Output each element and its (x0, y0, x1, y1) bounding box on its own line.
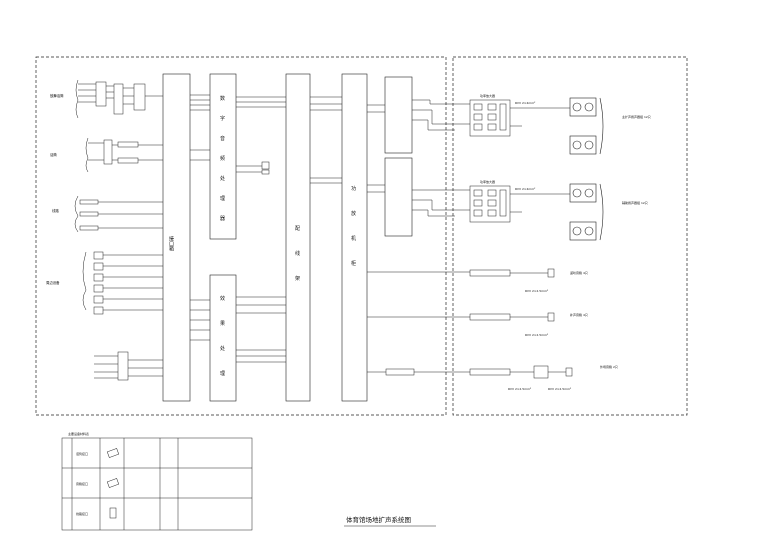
cable-label-1: RVV 2×4mm² (515, 101, 536, 105)
svg-text:频: 频 (220, 155, 225, 162)
svg-text:器: 器 (220, 216, 225, 222)
speaker-group-label-1: 主扩声扬声器组 12只 (622, 114, 651, 119)
legend-row-2: 音箱接口 (76, 481, 88, 486)
svg-text:放: 放 (351, 210, 356, 217)
amp-unit-5 (469, 365, 573, 379)
right-dashed-frame (452, 56, 688, 416)
amp-rack-chars: 功 放 机 柜 (351, 185, 356, 267)
links-b1-b2 (190, 94, 210, 341)
source-label-4: 周边设备 (46, 280, 60, 285)
speaker-array-2 (569, 183, 604, 241)
svg-text:果: 果 (220, 321, 225, 327)
svg-text:机: 机 (351, 235, 356, 242)
processor-box-1 (384, 76, 413, 154)
source-label-1: 鼓舞话筒 (50, 93, 64, 98)
svg-text:数: 数 (220, 95, 225, 102)
cable-label-4: RVV 2×2.5mm² (525, 333, 549, 337)
left-dashed-frame (35, 56, 447, 416)
patch-bay-chars: 配 线 架 (295, 226, 300, 282)
svg-text:效: 效 (220, 295, 225, 302)
legend-row-3: 线路接口 (76, 511, 88, 516)
amp-label-2: 功率放大器 (480, 179, 495, 184)
svg-text:处: 处 (220, 175, 225, 182)
amp-group-2 (455, 185, 570, 223)
source-group-mic-wireless (75, 79, 163, 119)
svg-text:柜: 柜 (351, 260, 356, 267)
amp-unit-4 (469, 312, 555, 322)
svg-text:处: 处 (220, 345, 225, 352)
block-interface-label: 接口箱 (168, 235, 174, 252)
output-lines (367, 99, 470, 376)
legend-title: 主要设备材料表 (68, 431, 89, 436)
source-group-line (74, 195, 163, 233)
links-b3-b4 (310, 96, 342, 184)
source-label-2: 话筒 (50, 152, 57, 157)
cable-label-6: RVV 2×2.5mm² (548, 387, 572, 391)
svg-text:理: 理 (220, 196, 225, 202)
block-dsp-upper (209, 73, 237, 240)
block-interface-box (162, 73, 191, 402)
side-monitor-device (236, 161, 270, 175)
cable-label-3: RVV 2×2.5mm² (525, 289, 549, 293)
processor-box-2 (384, 157, 413, 237)
legend-row-1: 话筒接口 (76, 451, 88, 456)
svg-text:理: 理 (220, 371, 225, 377)
source-group-mic (85, 137, 163, 173)
block-patch-bay (285, 73, 311, 402)
speaker-group-label-5: 外场音箱 2只 (600, 364, 618, 369)
links-b4-proc (367, 104, 385, 193)
drawing-title: 体育馆场地扩声系统图 (346, 515, 411, 524)
source-label-3: 线路 (52, 208, 59, 213)
legend-table (61, 437, 253, 531)
svg-text:字: 字 (220, 115, 225, 122)
svg-text:音: 音 (220, 135, 225, 142)
block-dsp-lower (209, 274, 237, 402)
speaker-group-label-3: 返听音箱 4只 (570, 270, 588, 275)
source-group-remote (94, 351, 163, 381)
amp-label-1: 功率放大器 (480, 93, 495, 98)
source-group-peripheral (82, 251, 163, 315)
svg-text:功: 功 (351, 185, 356, 192)
speaker-group-label-2: 辅助扬声器组 12只 (622, 200, 648, 205)
cable-label-5: RVV 2×2.5mm² (508, 387, 532, 391)
svg-text:架: 架 (295, 276, 300, 282)
speaker-group-label-4: 补声音箱 4只 (570, 312, 588, 317)
block-amp-rack (341, 73, 368, 402)
amp-unit-3 (469, 268, 555, 278)
links-b2-b3 (236, 96, 286, 363)
dsp-upper-chars: 数 字 音 频 处 理 器 (220, 95, 225, 222)
amp-group-1 (455, 99, 570, 137)
dsp-lower-chars: 效 果 处 理 (220, 295, 225, 377)
svg-text:线: 线 (295, 250, 300, 257)
speaker-array-1 (569, 97, 604, 155)
svg-text:配: 配 (295, 226, 300, 232)
cable-label-2: RVV 2×4mm² (515, 187, 536, 191)
